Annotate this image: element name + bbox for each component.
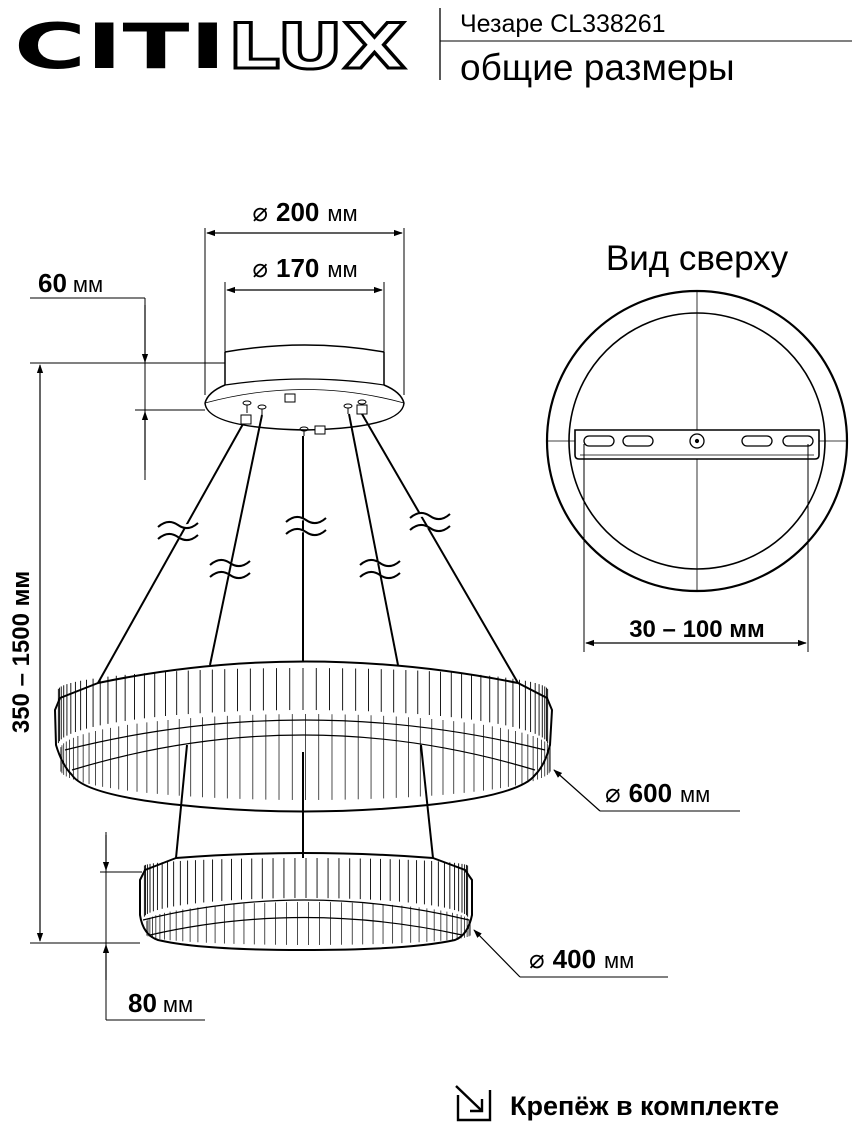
brand-logo: CITI LUX <box>14 9 408 85</box>
mount-range-label: 30 – 100 мм <box>629 616 765 643</box>
large-ring-prisms <box>57 668 551 800</box>
mounting-bar <box>574 429 820 460</box>
canopy <box>204 344 405 436</box>
large-crystal-ring <box>53 660 554 813</box>
model-name: Чезаре CL338261 <box>460 10 666 38</box>
corner-arrow-icon <box>455 1085 492 1122</box>
page-subtitle: общие размеры <box>460 47 735 88</box>
suspension-cables <box>97 413 519 859</box>
small-crystal-ring <box>139 852 473 952</box>
brand-logo-outline: LUX <box>228 10 406 83</box>
footer-note: Крепёж в комплекте <box>510 1091 779 1121</box>
top-view-title: Вид сверху <box>606 239 789 278</box>
total-height-label: 350 – 1500 мм <box>8 571 35 733</box>
small-ring-prisms <box>143 858 471 945</box>
total-height-dimension: 350 – 1500 мм <box>8 362 225 944</box>
brand-logo-solid: CITI <box>14 10 226 83</box>
top-view: Вид сверху 30 – 100 мм <box>545 239 849 652</box>
cable-break-marks <box>157 512 451 579</box>
